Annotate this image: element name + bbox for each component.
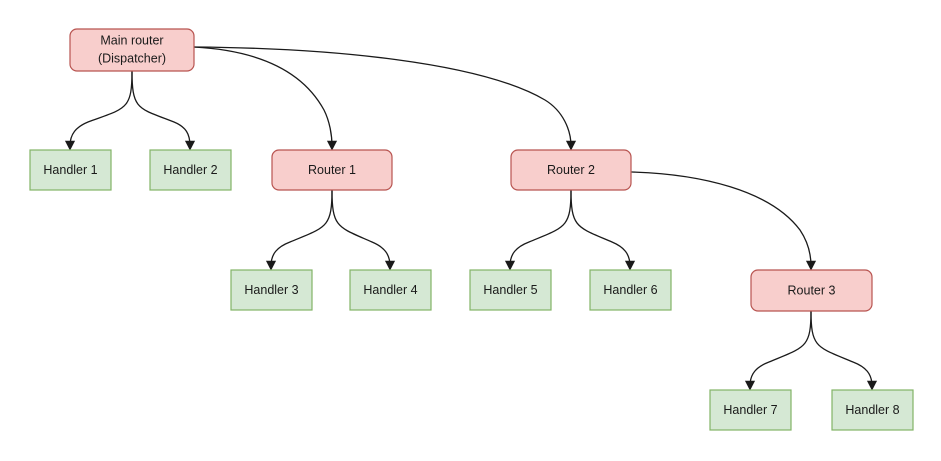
node-handler-2-shape[interactable] [149,149,232,191]
edge-router-3-to-handler-7 [744,310,812,391]
edge-main-to-router-2-arrowhead-icon [565,140,577,151]
node-router-2-shape[interactable] [510,149,632,191]
edge-main-to-handler-2 [131,70,196,151]
node-handler-3-label: Handler 3 [244,283,298,297]
node-router-1[interactable]: Router 1 [271,149,393,191]
nodes-group: Main router (Dispatcher) Handler 1 Handler … [29,28,914,431]
edge-main-to-handler-1 [64,70,133,151]
edge-main-to-handler-2-arrowhead-icon [184,140,196,151]
edge-router-1-to-handler-4-arrowhead-icon [384,260,396,271]
edge-main-to-router-2-line [193,46,572,147]
node-handler-7[interactable]: Handler 7 [709,389,792,431]
edge-router-3-to-handler-7-arrowhead-icon [744,380,756,391]
edge-router-3-to-handler-8-line [810,310,873,387]
node-handler-7-shape[interactable] [709,389,792,431]
node-handler-2[interactable]: Handler 2 [149,149,232,191]
edges-group [64,46,878,391]
edge-router-2-to-handler-5-line [509,189,572,267]
node-router-3[interactable]: Router 3 [750,269,873,312]
edge-router-2-to-handler-5-arrowhead-icon [504,260,516,271]
edge-router-2-to-handler-6-arrowhead-icon [624,260,636,271]
edge-router-1-to-handler-4-line [331,189,391,267]
node-router-3-shape[interactable] [750,269,873,312]
edge-router-3-to-handler-8-arrowhead-icon [866,380,878,391]
node-handler-6[interactable]: Handler 6 [589,269,672,311]
node-handler-6-shape[interactable] [589,269,672,311]
edge-router-2-to-router-3 [631,171,817,271]
node-handler-7-label: Handler 7 [723,403,777,417]
node-main-router-label-line2: (Dispatcher) [98,51,166,65]
edge-router-2-to-router-3-arrowhead-icon [805,260,817,271]
node-handler-8[interactable]: Handler 8 [831,389,914,431]
node-handler-3[interactable]: Handler 3 [230,269,313,311]
node-handler-8-shape[interactable] [831,389,914,431]
node-handler-4-label: Handler 4 [363,283,417,297]
node-main-router[interactable]: Main router (Dispatcher) [69,28,195,72]
node-handler-5-label: Handler 5 [483,283,537,297]
node-handler-4[interactable]: Handler 4 [349,269,432,311]
edge-main-to-handler-1-line [69,70,133,147]
node-router-2-label: Router 2 [547,163,595,177]
edge-router-3-to-handler-7-line [749,310,812,387]
node-main-router-shape[interactable] [69,28,195,72]
node-router-2[interactable]: Router 2 [510,149,632,191]
node-handler-5[interactable]: Handler 5 [469,269,552,311]
edge-main-to-router-1-arrowhead-icon [326,140,338,151]
node-handler-2-label: Handler 2 [163,163,217,177]
edge-main-to-router-1 [193,46,338,151]
node-handler-1-shape[interactable] [29,149,112,191]
node-handler-1-label: Handler 1 [43,163,97,177]
node-router-1-shape[interactable] [271,149,393,191]
edge-router-2-to-handler-6-line [570,189,631,267]
edge-router-2-to-router-3-line [631,171,812,267]
edge-router-2-to-handler-5 [504,189,572,271]
node-handler-1[interactable]: Handler 1 [29,149,112,191]
edge-router-3-to-handler-8 [810,310,878,391]
edge-router-1-to-handler-3-arrowhead-icon [265,260,277,271]
edge-main-to-handler-2-line [131,70,191,147]
node-handler-5-shape[interactable] [469,269,552,311]
node-handler-4-shape[interactable] [349,269,432,311]
node-router-1-label: Router 1 [308,163,356,177]
edge-router-2-to-handler-6 [570,189,636,271]
node-handler-6-label: Handler 6 [603,283,657,297]
node-router-3-label: Router 3 [788,283,836,297]
node-main-router-label-line1: Main router [100,33,163,47]
edge-main-to-handler-1-arrowhead-icon [64,140,76,151]
edge-router-1-to-handler-4 [331,189,396,271]
node-handler-3-shape[interactable] [230,269,313,311]
edge-main-to-router-2 [193,46,577,151]
edge-router-1-to-handler-3 [265,189,333,271]
edge-main-to-router-1-line [193,46,333,147]
edge-router-1-to-handler-3-line [270,189,333,267]
node-handler-8-label: Handler 8 [845,403,899,417]
